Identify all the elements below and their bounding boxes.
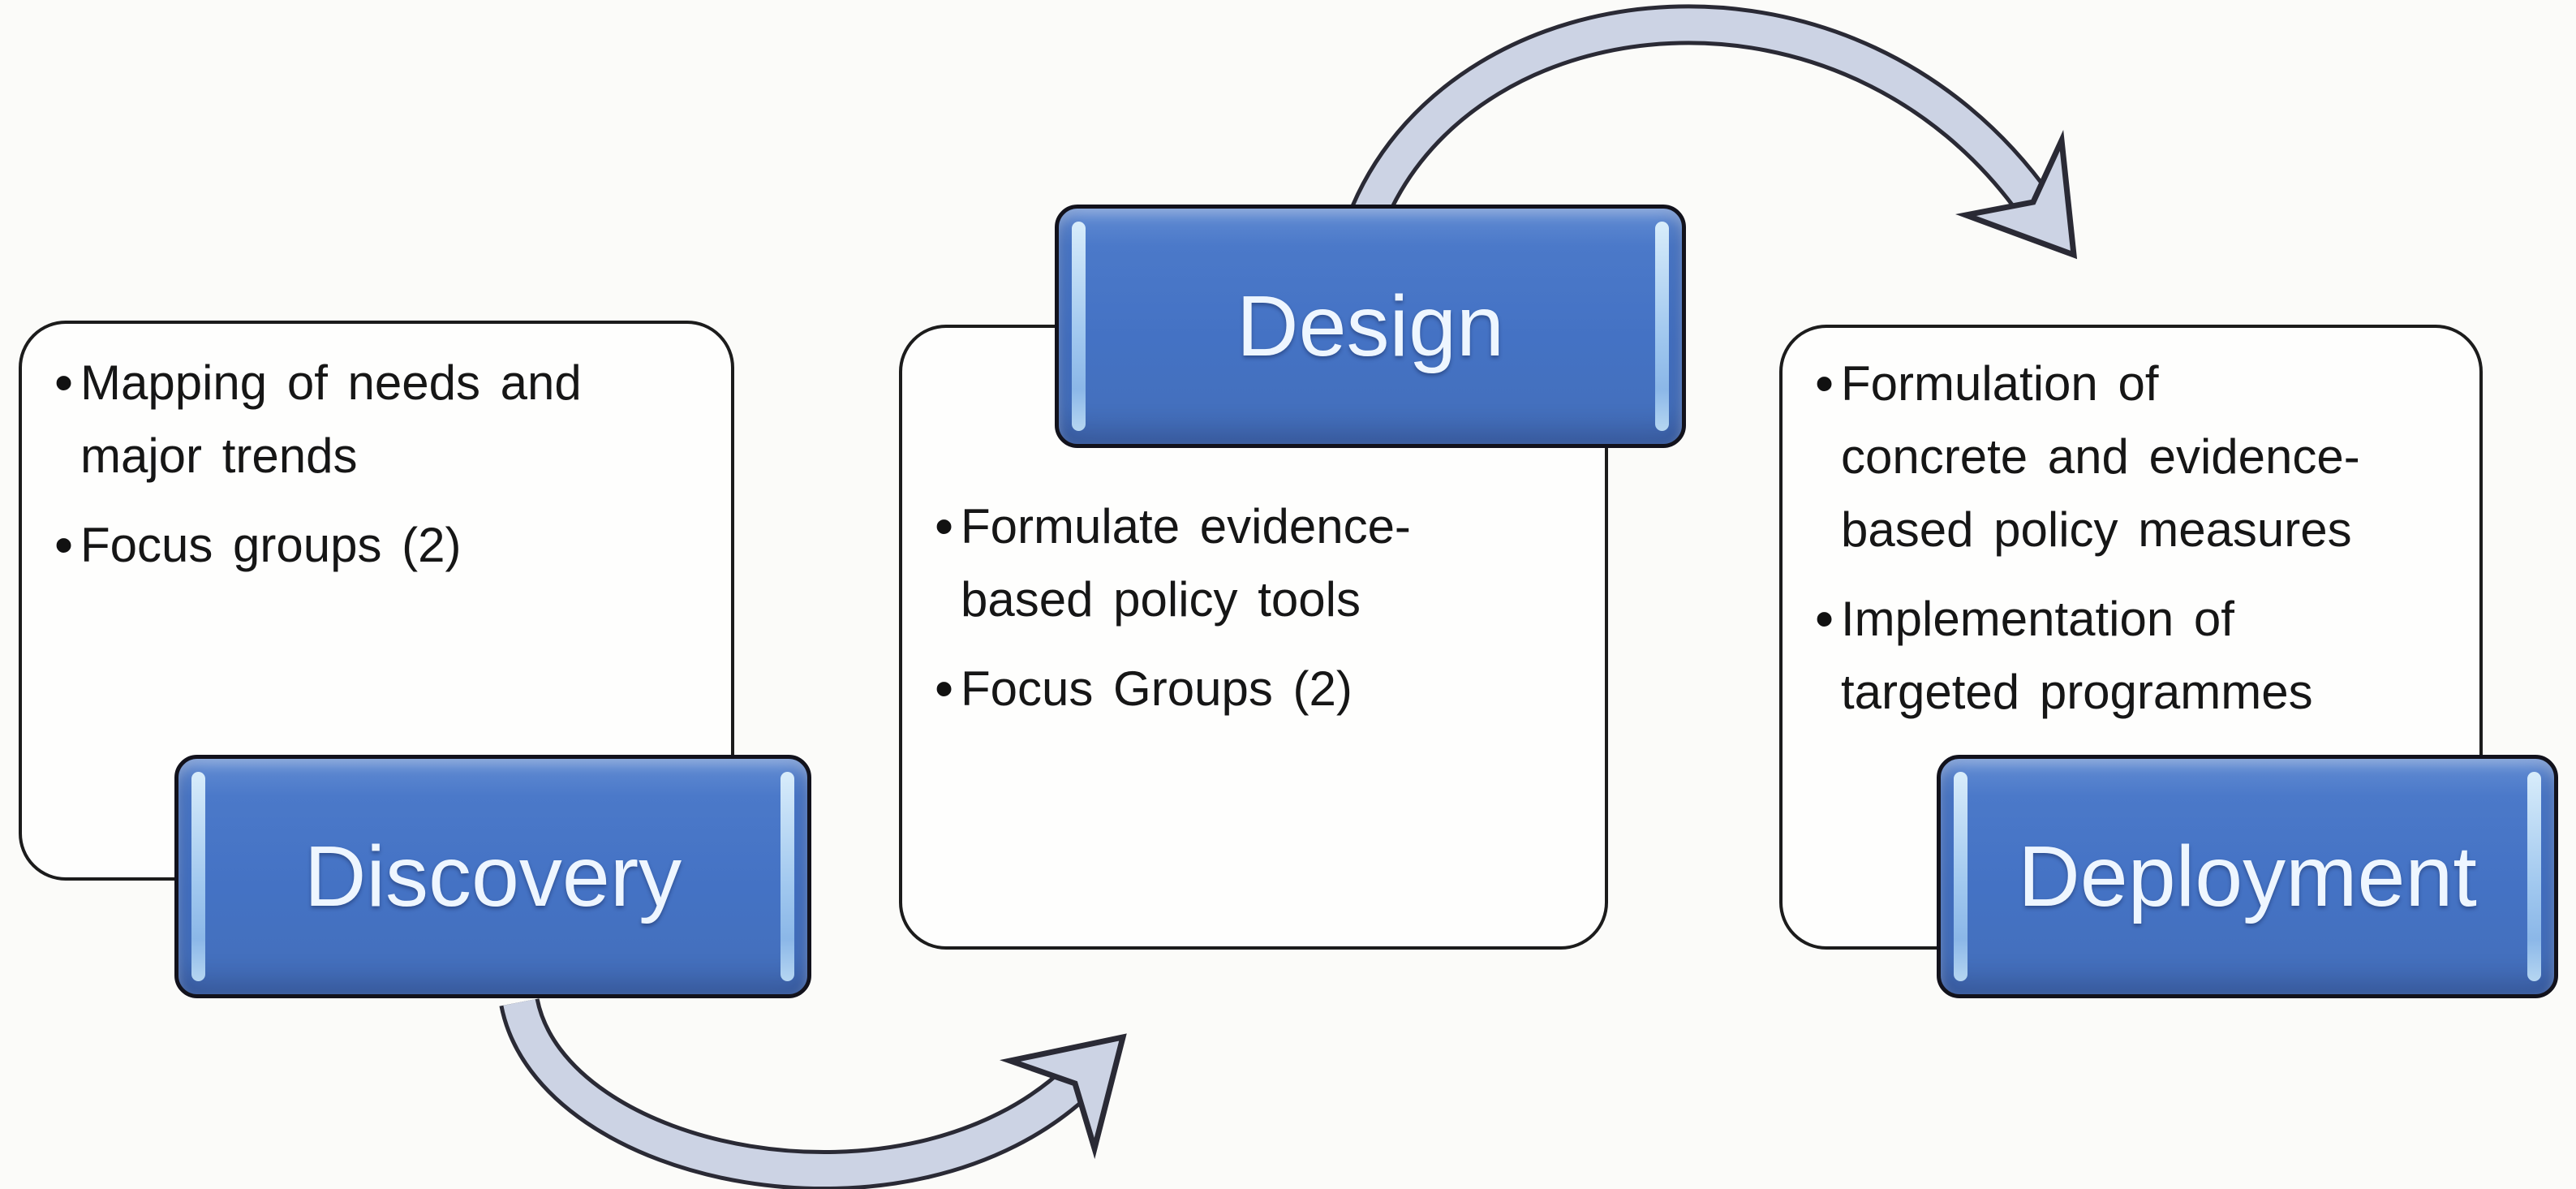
bullet-item: Formulate evidence- based policy tools [935,490,1576,636]
bullet-item: Mapping of needs and major trends [54,347,702,493]
phase-button-label: Deployment [2018,828,2477,924]
arrow-discovery-to-design [499,997,1127,1189]
bullet-line: Formulate evidence- [961,499,1411,554]
phase-button-label: Design [1236,278,1504,374]
bullet-line: major trends [80,429,358,483]
bullet-line: Mapping of needs and [80,355,582,410]
bullet-item: Implementation of targeted programmes [1815,583,2450,729]
arrowhead [999,1033,1127,1160]
bullet-item: Formulation of concrete and evidence- ba… [1815,347,2450,566]
design-bullet-list: Formulate evidence- based policy tools F… [902,490,1605,726]
discovery-bullet-list: Mapping of needs and major trends Focus … [22,347,731,582]
arrowhead [1955,129,2078,260]
phase-button-label: Discovery [303,828,682,924]
bullet-line: Implementation of [1841,592,2234,646]
bullet-item: Focus Groups (2) [935,653,1576,726]
bullet-line: based policy tools [961,572,1361,627]
arrow-design-to-deployment [1351,4,2078,260]
phase-button-discovery[interactable]: Discovery [174,755,811,998]
bullet-line: Focus Groups (2) [961,661,1353,716]
bullet-line: Focus groups (2) [80,518,462,572]
deployment-bullet-list: Formulation of concrete and evidence- ba… [1783,347,2479,729]
bullet-item: Focus groups (2) [54,509,702,582]
bullet-line: based policy measures [1841,502,2352,557]
bullet-line: Formulation of [1841,356,2159,411]
bullet-line: concrete and evidence- [1841,429,2360,484]
phase-button-deployment[interactable]: Deployment [1937,755,2558,998]
bullet-line: targeted programmes [1841,665,2313,719]
phase-button-design[interactable]: Design [1055,205,1686,448]
